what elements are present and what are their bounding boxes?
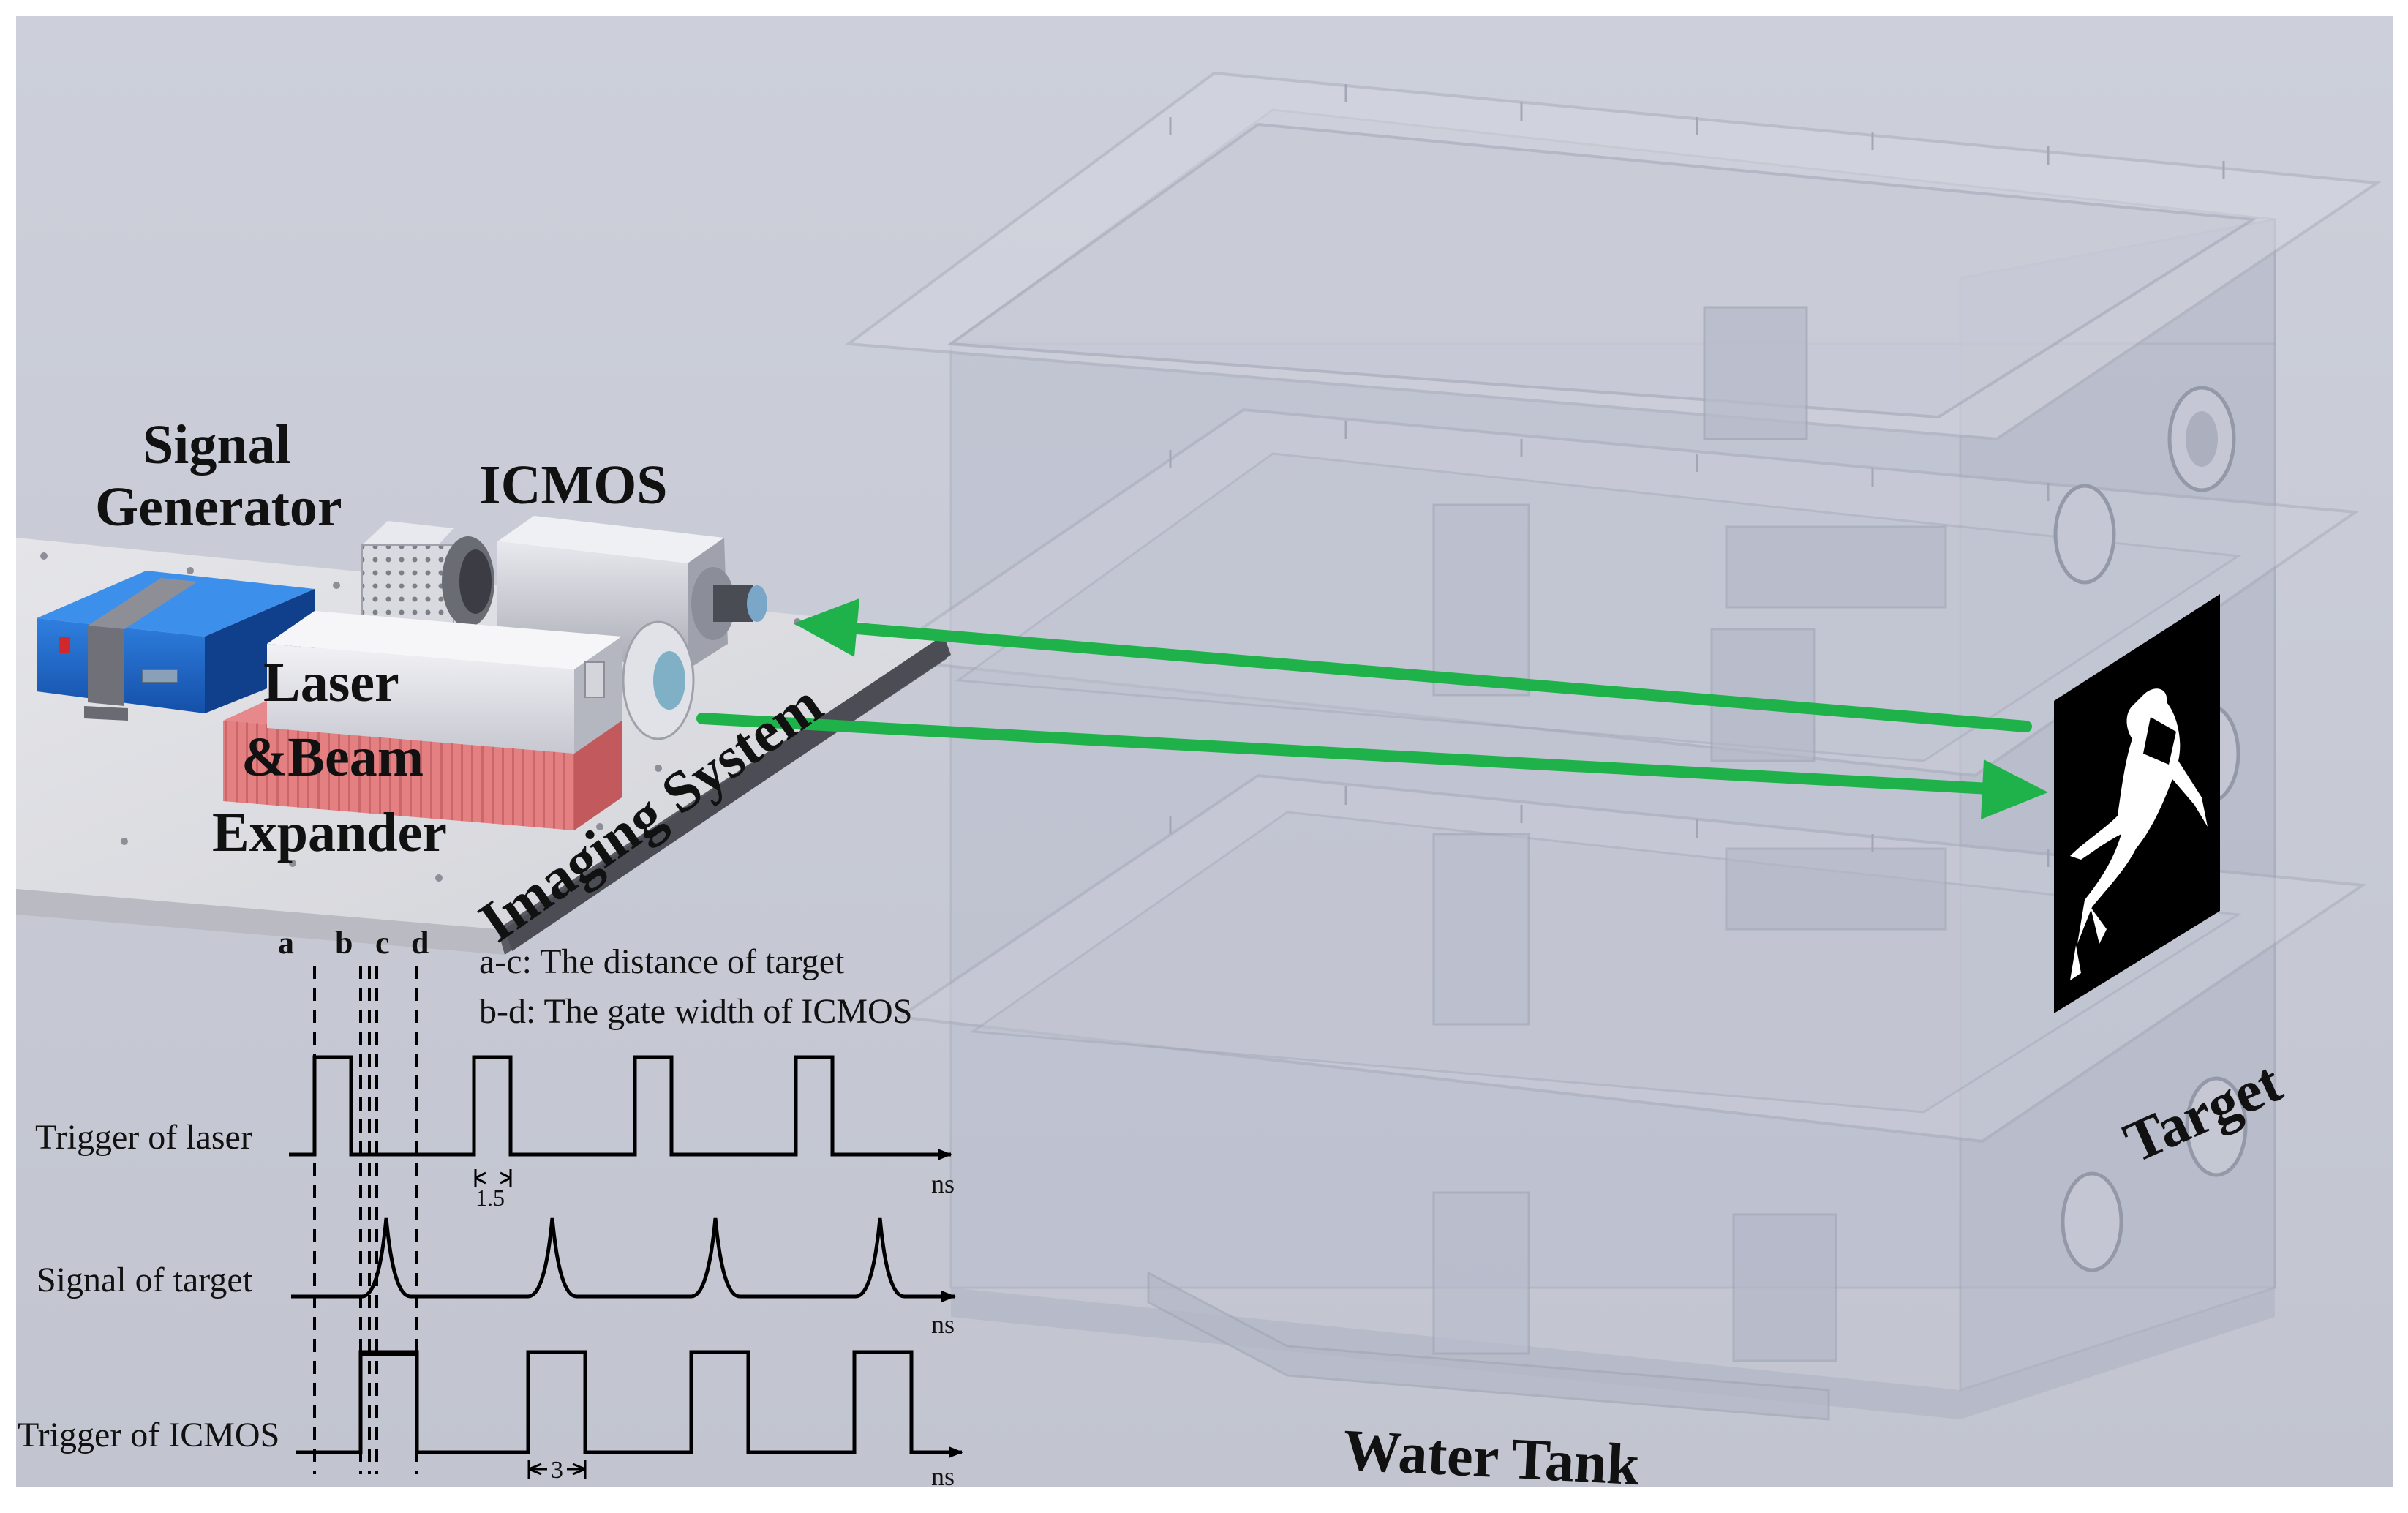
beam-paths — [696, 598, 2048, 819]
laser-and-beam-expander-device — [223, 611, 695, 830]
marker-b: b — [335, 925, 353, 961]
label-signal-generator-line1: Signal — [143, 414, 291, 476]
return-beam — [843, 622, 2032, 732]
outgoing-beam-arrowhead — [1981, 759, 2048, 819]
row-label-laser-trigger: Trigger of laser — [35, 1118, 252, 1157]
gate-width-label: 3 — [551, 1457, 563, 1484]
diver-silhouette-icon — [2070, 688, 2208, 980]
label-icmos: ICMOS — [479, 454, 668, 516]
unit-ns-signal: ns — [931, 1310, 955, 1339]
imaging-system-rail — [505, 635, 951, 951]
icmos-camera-device — [361, 516, 767, 669]
waveform-target-signal — [291, 1217, 956, 1302]
label-laser-line2: &Beam — [241, 727, 424, 788]
legend-distance: a-c: The distance of target — [479, 942, 845, 981]
label-water-tank: Water Tank — [1342, 1418, 1641, 1498]
timing-diagram: a b c d a-c: The distance of target b-d:… — [18, 925, 963, 1491]
pulse-width-label: 1.5 — [475, 1185, 505, 1211]
label-laser-line1: Laser — [263, 652, 399, 713]
row-label-icmos-trigger: Trigger of ICMOS — [18, 1416, 279, 1454]
marker-d: d — [411, 925, 429, 961]
outgoing-beam — [696, 713, 1995, 795]
marker-a: a — [278, 925, 294, 961]
return-beam-arrowhead — [794, 598, 859, 657]
unit-ns-icmos: ns — [931, 1462, 955, 1491]
waveform-laser-trigger — [289, 1055, 952, 1160]
signal-generator-device — [37, 571, 315, 721]
unit-ns-laser: ns — [931, 1169, 955, 1198]
target-panel — [2054, 594, 2220, 1013]
waveform-icmos-trigger — [296, 1350, 963, 1458]
power-switch-icon — [59, 637, 70, 653]
marker-c: c — [375, 925, 390, 961]
label-signal-generator-line2: Generator — [95, 476, 342, 538]
label-laser-line3: Expander — [212, 802, 447, 863]
row-label-target-signal: Signal of target — [37, 1261, 253, 1299]
legend-gate-width: b-d: The gate width of ICMOS — [479, 992, 912, 1031]
